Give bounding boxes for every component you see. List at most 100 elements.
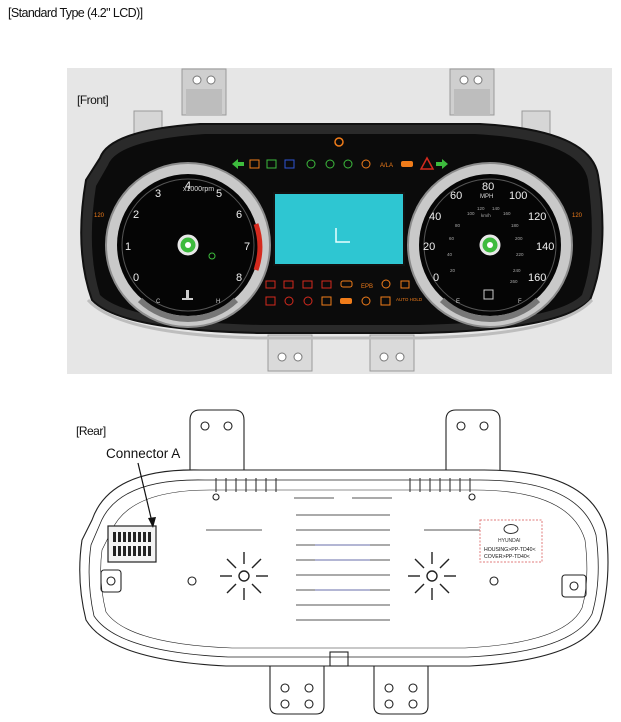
speedo-kmh-260: 260 — [510, 279, 518, 284]
tach-number-4: 4 — [185, 180, 191, 192]
front-view-label: [Front] — [77, 93, 109, 107]
hazard-icon — [419, 156, 435, 170]
low-fuel-icon — [340, 298, 352, 304]
left-edge-indicator: 120 — [94, 213, 105, 219]
auto-hold-indicator: AUTO HOLD — [396, 297, 423, 302]
speedo-kmh-160: 160 — [503, 211, 511, 216]
fuel-full-label: F — [518, 299, 522, 305]
rear-housing-outline — [79, 469, 609, 667]
speedo-number-60: 60 — [450, 190, 462, 202]
speedo-kmh-140: 140 — [492, 206, 500, 211]
speedo-number-20: 20 — [423, 241, 435, 253]
parking-light-icon — [266, 159, 277, 169]
brake-indicator-icon — [283, 280, 294, 289]
speedo-number-160: 160 — [528, 272, 546, 284]
tachometer: x1000rpm 0 1 2 3 4 5 6 7 8 C H — [105, 162, 271, 328]
speedo-kmh-80: 80 — [455, 223, 461, 228]
speedo-number-40: 40 — [429, 211, 441, 223]
washer-fluid-icon — [400, 280, 410, 289]
rear-side-mount-left — [100, 569, 122, 593]
immobilizer-icon — [321, 296, 332, 306]
battery-indicator-icon — [302, 280, 313, 289]
speedo-kmh-60: 60 — [449, 236, 455, 241]
speedo-kmh-20: 20 — [450, 268, 456, 273]
rear-fog-icon — [361, 159, 371, 169]
temp-hot-label: H — [216, 299, 220, 305]
rear-top-bracket-left — [189, 409, 245, 470]
fuel-empty-label: E — [456, 299, 460, 305]
airbag-indicator-icon — [265, 296, 276, 306]
abs-indicator-icon — [265, 280, 276, 289]
turn-right-icon — [436, 159, 448, 169]
front-bottom-bracket-left — [267, 334, 313, 372]
esc-indicator-icon — [340, 280, 353, 288]
connector-a-arrowhead — [148, 517, 156, 528]
rear-side-mount-right — [561, 574, 587, 598]
epb-indicator: EPB — [361, 284, 373, 290]
front-top-bracket-right — [449, 68, 495, 116]
tach-unit-label: x1000rpm — [183, 186, 214, 193]
eco-indicator-icon — [208, 252, 216, 260]
high-beam-icon — [284, 159, 295, 169]
top-indicator-row: A/LA — [232, 137, 448, 170]
speedo-number-120: 120 — [528, 211, 546, 223]
speedo-number-0: 0 — [433, 272, 439, 284]
speedo-kmh-220: 220 — [516, 252, 524, 257]
rear-cluster-drawing — [79, 409, 609, 715]
speedo-kmh-240: 240 — [513, 268, 521, 273]
tach-number-8: 8 — [236, 272, 242, 284]
speedo-kmh-100: 100 — [467, 211, 475, 216]
tach-number-1: 1 — [125, 241, 131, 253]
lcd-display — [273, 192, 405, 266]
engine-check-icon — [249, 159, 260, 169]
tach-number-6: 6 — [236, 209, 242, 221]
sticker-cover-line: COVER>PP-TD40< — [484, 554, 530, 560]
speedo-kmh-120: 120 — [477, 206, 485, 211]
glow-indicator-icon — [380, 296, 391, 306]
speedo-kmh-180: 180 — [511, 223, 519, 228]
speedo-kmh-40: 40 — [447, 252, 453, 257]
tach-number-5: 5 — [216, 188, 222, 200]
page-title: [Standard Type (4.2" LCD)] — [8, 6, 143, 20]
rear-top-bracket-right — [445, 409, 501, 470]
speedo-number-80: 80 — [482, 181, 494, 193]
awd-indicator-icon — [361, 296, 371, 306]
speedometer: MPH km/h 0 20 40 60 80 100 120 140 160 2… — [407, 162, 573, 328]
oil-pressure-icon — [321, 280, 332, 289]
rear-bottom-bracket-right — [373, 666, 429, 715]
tach-number-3: 3 — [155, 188, 161, 200]
temp-cold-label: C — [156, 299, 161, 305]
master-warning-icon — [334, 137, 344, 147]
speedo-kmh-label: km/h — [481, 213, 491, 218]
rear-gauge-vent-right — [408, 552, 456, 600]
tach-red-zone — [253, 223, 263, 271]
front-top-bracket-left — [181, 68, 227, 116]
connector-a-leader-line — [137, 462, 153, 523]
auto-light-icon — [343, 159, 353, 169]
right-edge-indicator: 120 — [572, 213, 583, 219]
speedo-kmh-200: 200 — [515, 236, 523, 241]
tach-number-7: 7 — [244, 241, 250, 253]
sticker-housing-line: HOUSING>PP-TD40< — [484, 547, 536, 553]
door-open-icon — [401, 161, 413, 167]
hyundai-logo-icon — [503, 524, 519, 534]
tach-number-2: 2 — [133, 209, 139, 221]
connector-a — [107, 462, 157, 563]
speedo-number-100: 100 — [509, 190, 527, 202]
front-fog-icon — [325, 159, 335, 169]
low-beam-icon — [306, 159, 316, 169]
tpms-indicator-icon — [381, 279, 391, 289]
fuel-pump-icon — [483, 289, 494, 300]
speedo-mph-label: MPH — [480, 194, 493, 200]
tach-number-0: 0 — [133, 272, 139, 284]
rear-gauge-vent-left — [220, 552, 268, 600]
lcd-graphic — [335, 228, 350, 243]
rear-label-sticker: HYUNDAI HOUSING>PP-TD40< COVER>PP-TD40< — [479, 519, 543, 563]
bottom-indicator-rows: EPB AUTO HOLD 120 120 — [94, 213, 583, 306]
rear-bottom-bracket-left — [269, 666, 325, 715]
connector-a-housing — [107, 525, 157, 563]
sticker-border — [479, 519, 543, 563]
alt-indicator: A/LA — [380, 163, 393, 169]
power-steering-icon — [284, 296, 294, 306]
